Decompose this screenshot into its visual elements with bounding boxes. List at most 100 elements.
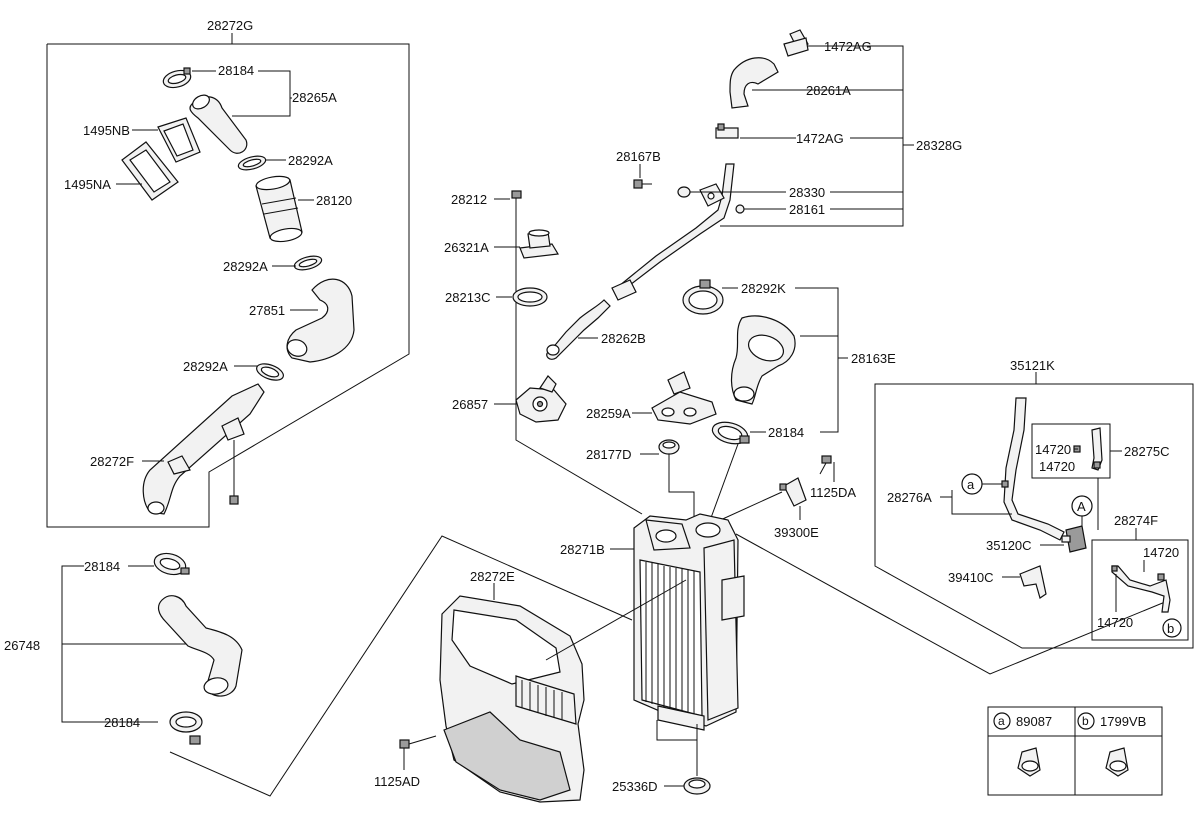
- label-28272e[interactable]: 28272E: [470, 569, 515, 584]
- legend-b[interactable]: b 1799VB: [1077, 712, 1146, 777]
- label-14720-a[interactable]: 14720: [1035, 442, 1071, 457]
- label-28292a-a[interactable]: 28292A: [288, 153, 333, 168]
- pipe-28272f[interactable]: [142, 383, 265, 515]
- duct-28272e[interactable]: [439, 595, 585, 803]
- clamp-28184-mid-left[interactable]: [152, 550, 190, 578]
- legend-a-key: a: [998, 714, 1005, 728]
- clamp-28184-center[interactable]: [710, 419, 750, 448]
- hose-28261a[interactable]: [729, 57, 779, 109]
- bolt-1125da[interactable]: [819, 455, 832, 475]
- marker-a[interactable]: a: [961, 473, 983, 495]
- hose-28275c[interactable]: [1073, 427, 1103, 471]
- label-28265a[interactable]: 28265A: [292, 90, 337, 105]
- coupler-28120[interactable]: [255, 174, 303, 244]
- label-26857[interactable]: 26857: [452, 397, 488, 412]
- label-28292a-c[interactable]: 28292A: [183, 359, 228, 374]
- label-1472ag-b[interactable]: 1472AG: [796, 131, 844, 146]
- washer-28330[interactable]: [677, 183, 725, 207]
- label-28259a[interactable]: 28259A: [586, 406, 631, 421]
- clamp-28184-bottom-left[interactable]: [169, 711, 203, 745]
- leader-center-left: [515, 205, 643, 515]
- label-28330[interactable]: 28330: [789, 185, 825, 200]
- hose-27851[interactable]: [285, 278, 355, 363]
- label-1495na[interactable]: 1495NA: [64, 177, 111, 192]
- label-1125da[interactable]: 1125DA: [810, 485, 856, 500]
- label-28177d[interactable]: 28177D: [586, 447, 632, 462]
- hose-26748[interactable]: [157, 595, 243, 697]
- bolt-28212[interactable]: [511, 190, 522, 212]
- label-26321a[interactable]: 26321A: [444, 240, 489, 255]
- legend-a[interactable]: a 89087: [993, 712, 1052, 777]
- label-28184-c[interactable]: 28184: [104, 715, 140, 730]
- gasket-28213c[interactable]: [512, 287, 548, 307]
- label-1125ad[interactable]: 1125AD: [374, 774, 420, 789]
- label-27851[interactable]: 27851: [249, 303, 285, 318]
- label-28184-a[interactable]: 28184: [218, 63, 254, 78]
- sensor-39300e[interactable]: [779, 477, 807, 507]
- label-28276a[interactable]: 28276A: [887, 490, 932, 505]
- bracket-39410c[interactable]: [1019, 565, 1047, 599]
- label-35121k[interactable]: 35121K: [1010, 358, 1055, 373]
- bracket-1495na[interactable]: [121, 141, 179, 201]
- label-39410c[interactable]: 39410C: [948, 570, 994, 585]
- grommet-25336d[interactable]: [683, 777, 711, 795]
- label-28271b[interactable]: 28271B: [560, 542, 605, 557]
- label-39300e[interactable]: 39300E: [774, 525, 819, 540]
- bolt-28167b[interactable]: [633, 179, 652, 189]
- label-28163e[interactable]: 28163E: [851, 351, 896, 366]
- label-28272f[interactable]: 28272F: [90, 454, 134, 469]
- marker-b[interactable]: b: [1162, 618, 1182, 638]
- label-28261a[interactable]: 28261A: [806, 83, 851, 98]
- label-28161[interactable]: 28161: [789, 202, 825, 217]
- bolt-left[interactable]: [229, 440, 239, 505]
- washer-28161[interactable]: [735, 204, 745, 214]
- label-28184-b[interactable]: 28184: [84, 559, 120, 574]
- bolt-1125ad[interactable]: [399, 735, 437, 749]
- label-28167b[interactable]: 28167B: [616, 149, 661, 164]
- clamp-28184-top[interactable]: [161, 67, 192, 91]
- leader-39300e: [715, 491, 783, 523]
- hose-28276a[interactable]: [1003, 397, 1065, 541]
- outline-lower-right: [735, 533, 1166, 675]
- label-14720-c[interactable]: 14720: [1143, 545, 1179, 560]
- label-25336d[interactable]: 25336D: [612, 779, 658, 794]
- label-28292a-b[interactable]: 28292A: [223, 259, 268, 274]
- clip-1472ag-mid[interactable]: [715, 123, 739, 139]
- label-35120c[interactable]: 35120C: [986, 538, 1032, 553]
- label-28120[interactable]: 28120: [316, 193, 352, 208]
- label-28328g[interactable]: 28328G: [916, 138, 962, 153]
- clip-1472ag-top[interactable]: [783, 29, 809, 57]
- hose-28274f[interactable]: [1111, 565, 1171, 613]
- leader-28177d: [668, 454, 695, 530]
- label-1472ag-a[interactable]: 1472AG: [824, 39, 872, 54]
- clamp-28292a-low[interactable]: [254, 361, 285, 384]
- clamp-28292a-top[interactable]: [237, 154, 267, 173]
- marker-A[interactable]: A: [1071, 495, 1093, 517]
- intercooler-28271b[interactable]: [633, 513, 745, 731]
- group-box-35121k: [874, 383, 1194, 649]
- label-1495nb[interactable]: 1495NB: [83, 123, 130, 138]
- tube-28262b[interactable]: [546, 163, 735, 360]
- clamp-28292k[interactable]: [682, 279, 724, 315]
- label-28262b[interactable]: 28262B: [601, 331, 646, 346]
- label-28275c[interactable]: 28275C: [1124, 444, 1170, 459]
- label-14720-b[interactable]: 14720: [1039, 459, 1075, 474]
- label-28292k[interactable]: 28292K: [741, 281, 786, 296]
- label-26748[interactable]: 26748: [4, 638, 40, 653]
- solenoid-35120c[interactable]: [1061, 525, 1087, 553]
- bracket-28259a[interactable]: [651, 371, 717, 425]
- label-28274f[interactable]: 28274F: [1114, 513, 1158, 528]
- marker-b-letter: b: [1167, 621, 1174, 636]
- label-28184-d[interactable]: 28184: [768, 425, 804, 440]
- label-14720-d[interactable]: 14720: [1097, 615, 1133, 630]
- label-28213c[interactable]: 28213C: [445, 290, 491, 305]
- hose-28163e[interactable]: [730, 315, 796, 405]
- label-28212[interactable]: 28212: [451, 192, 487, 207]
- bracket-1495nb[interactable]: [157, 117, 201, 163]
- clamp-28292a-mid[interactable]: [293, 254, 323, 273]
- label-28272g[interactable]: 28272G: [207, 18, 253, 33]
- valve-26321a[interactable]: [519, 229, 559, 259]
- hose-28265a[interactable]: [189, 92, 248, 154]
- valve-26857[interactable]: [515, 375, 567, 423]
- grommet-28177d[interactable]: [658, 439, 680, 455]
